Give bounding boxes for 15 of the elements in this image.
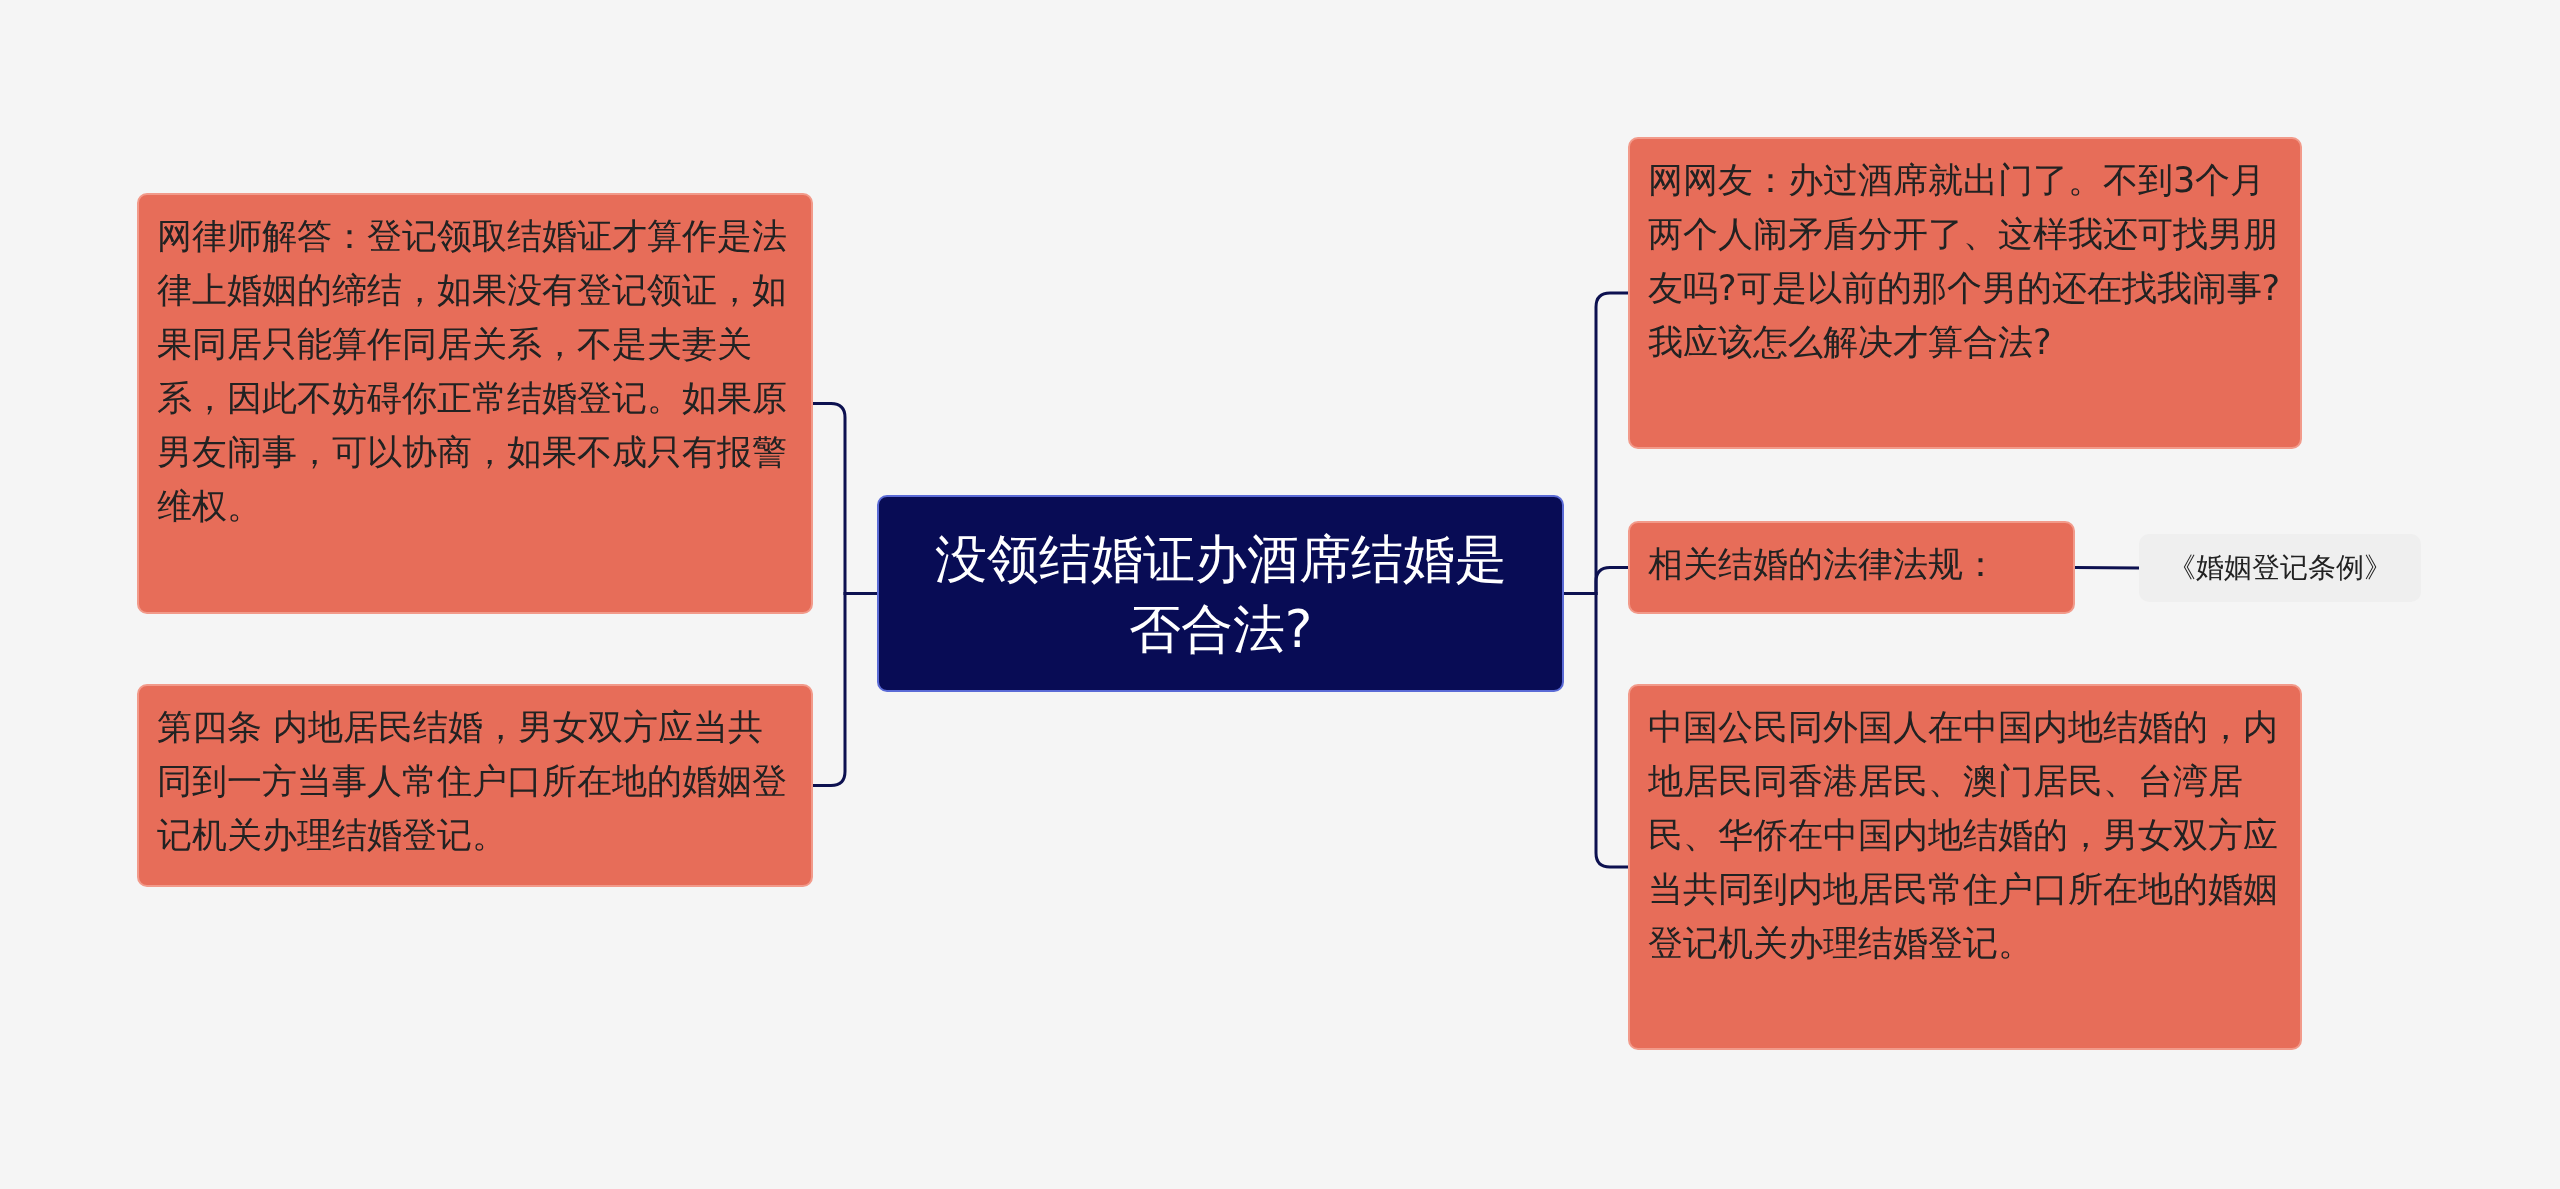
- topic-box: [1628, 137, 2302, 449]
- central-topic-box: [877, 495, 1564, 692]
- topic-text: 《婚姻登记条例》: [2168, 550, 2392, 586]
- connector-line: [2075, 566, 2139, 570]
- topic-box: [137, 193, 813, 614]
- topic-text: 相关结婚的法律法规：: [1648, 543, 1999, 586]
- topic-text: 网网友：办过酒席就出门了。不到3个月两个人闹矛盾分开了、这样我还可找男朋友吗?可是以前的那个男的还在找我闹事?我应该怎么解决才算合法?: [1648, 159, 2282, 364]
- topic-box: [1628, 521, 2075, 614]
- topic-text: 第四条 内地居民结婚，男女双方应当共同到一方当事人常住户口所在地的婚姻登记机关办理结婚登记。: [157, 706, 788, 857]
- topic-text: 没领结婚证办酒席结婚是否合法?: [933, 527, 1508, 661]
- topic-box: [137, 684, 813, 887]
- topic-text: 中国公民同外国人在中国内地结婚的，内地居民同香港居民、澳门居民、台湾居民、华侨在中国内地结婚的，男女双方应当共同到内地居民常住户口所在地的婚姻登记机关办理结婚登记。: [1648, 706, 2279, 965]
- subtopic-box: [2139, 534, 2421, 602]
- topic-text: 网律师解答：登记领取结婚证才算作是法律上婚姻的缔结，如果没有登记领证，如果同居只能算作同居关系，不是夫妻关系，因此不妨碍你正常结婚登记。如果原男友闹事，可以协商，如果不成只有报警维权。: [157, 215, 788, 528]
- topic-box: [1628, 684, 2302, 1050]
